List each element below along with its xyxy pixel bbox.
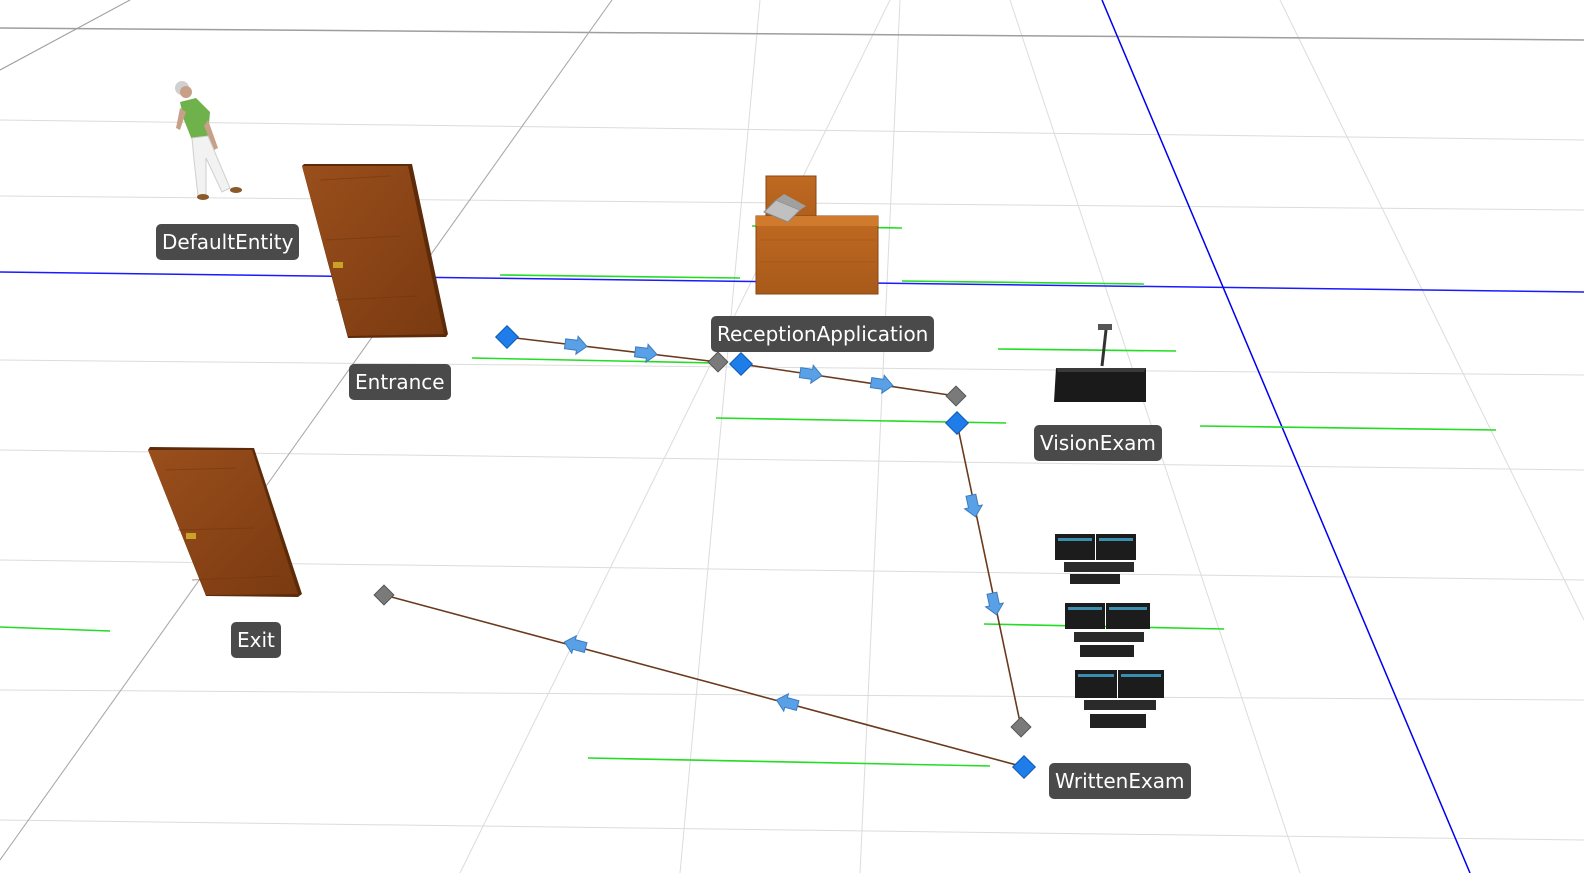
path-start-node[interactable] bbox=[728, 351, 754, 377]
label-default-entity[interactable]: DefaultEntity bbox=[156, 224, 300, 260]
path-start-node[interactable] bbox=[494, 324, 520, 350]
vision-exam-monitor-icon[interactable] bbox=[1054, 324, 1146, 402]
label-entrance[interactable]: Entrance bbox=[349, 364, 451, 400]
path-end-node[interactable] bbox=[1010, 716, 1032, 738]
entity-paths bbox=[383, 336, 1025, 768]
path-end-node[interactable] bbox=[707, 351, 729, 373]
label-vision-exam[interactable]: VisionExam bbox=[1034, 425, 1162, 461]
entrance-door-icon[interactable] bbox=[302, 164, 448, 338]
written-exam-computers-icon[interactable] bbox=[1055, 534, 1164, 728]
label-exit[interactable]: Exit bbox=[231, 622, 281, 658]
exit-door-icon[interactable] bbox=[148, 447, 302, 597]
path-end-node[interactable] bbox=[373, 584, 395, 606]
label-written-exam[interactable]: WrittenExam bbox=[1049, 763, 1191, 799]
path-start-node[interactable] bbox=[1011, 754, 1037, 780]
path-arrows bbox=[561, 334, 1006, 715]
label-reception-application[interactable]: ReceptionApplication bbox=[711, 316, 935, 352]
path-end-node[interactable] bbox=[945, 385, 967, 407]
path-start-node[interactable] bbox=[944, 410, 970, 436]
person-icon[interactable] bbox=[175, 81, 242, 200]
path-nodes[interactable] bbox=[373, 324, 1037, 780]
y-axis-line bbox=[1101, 0, 1471, 873]
reception-desk-icon[interactable] bbox=[755, 175, 879, 295]
